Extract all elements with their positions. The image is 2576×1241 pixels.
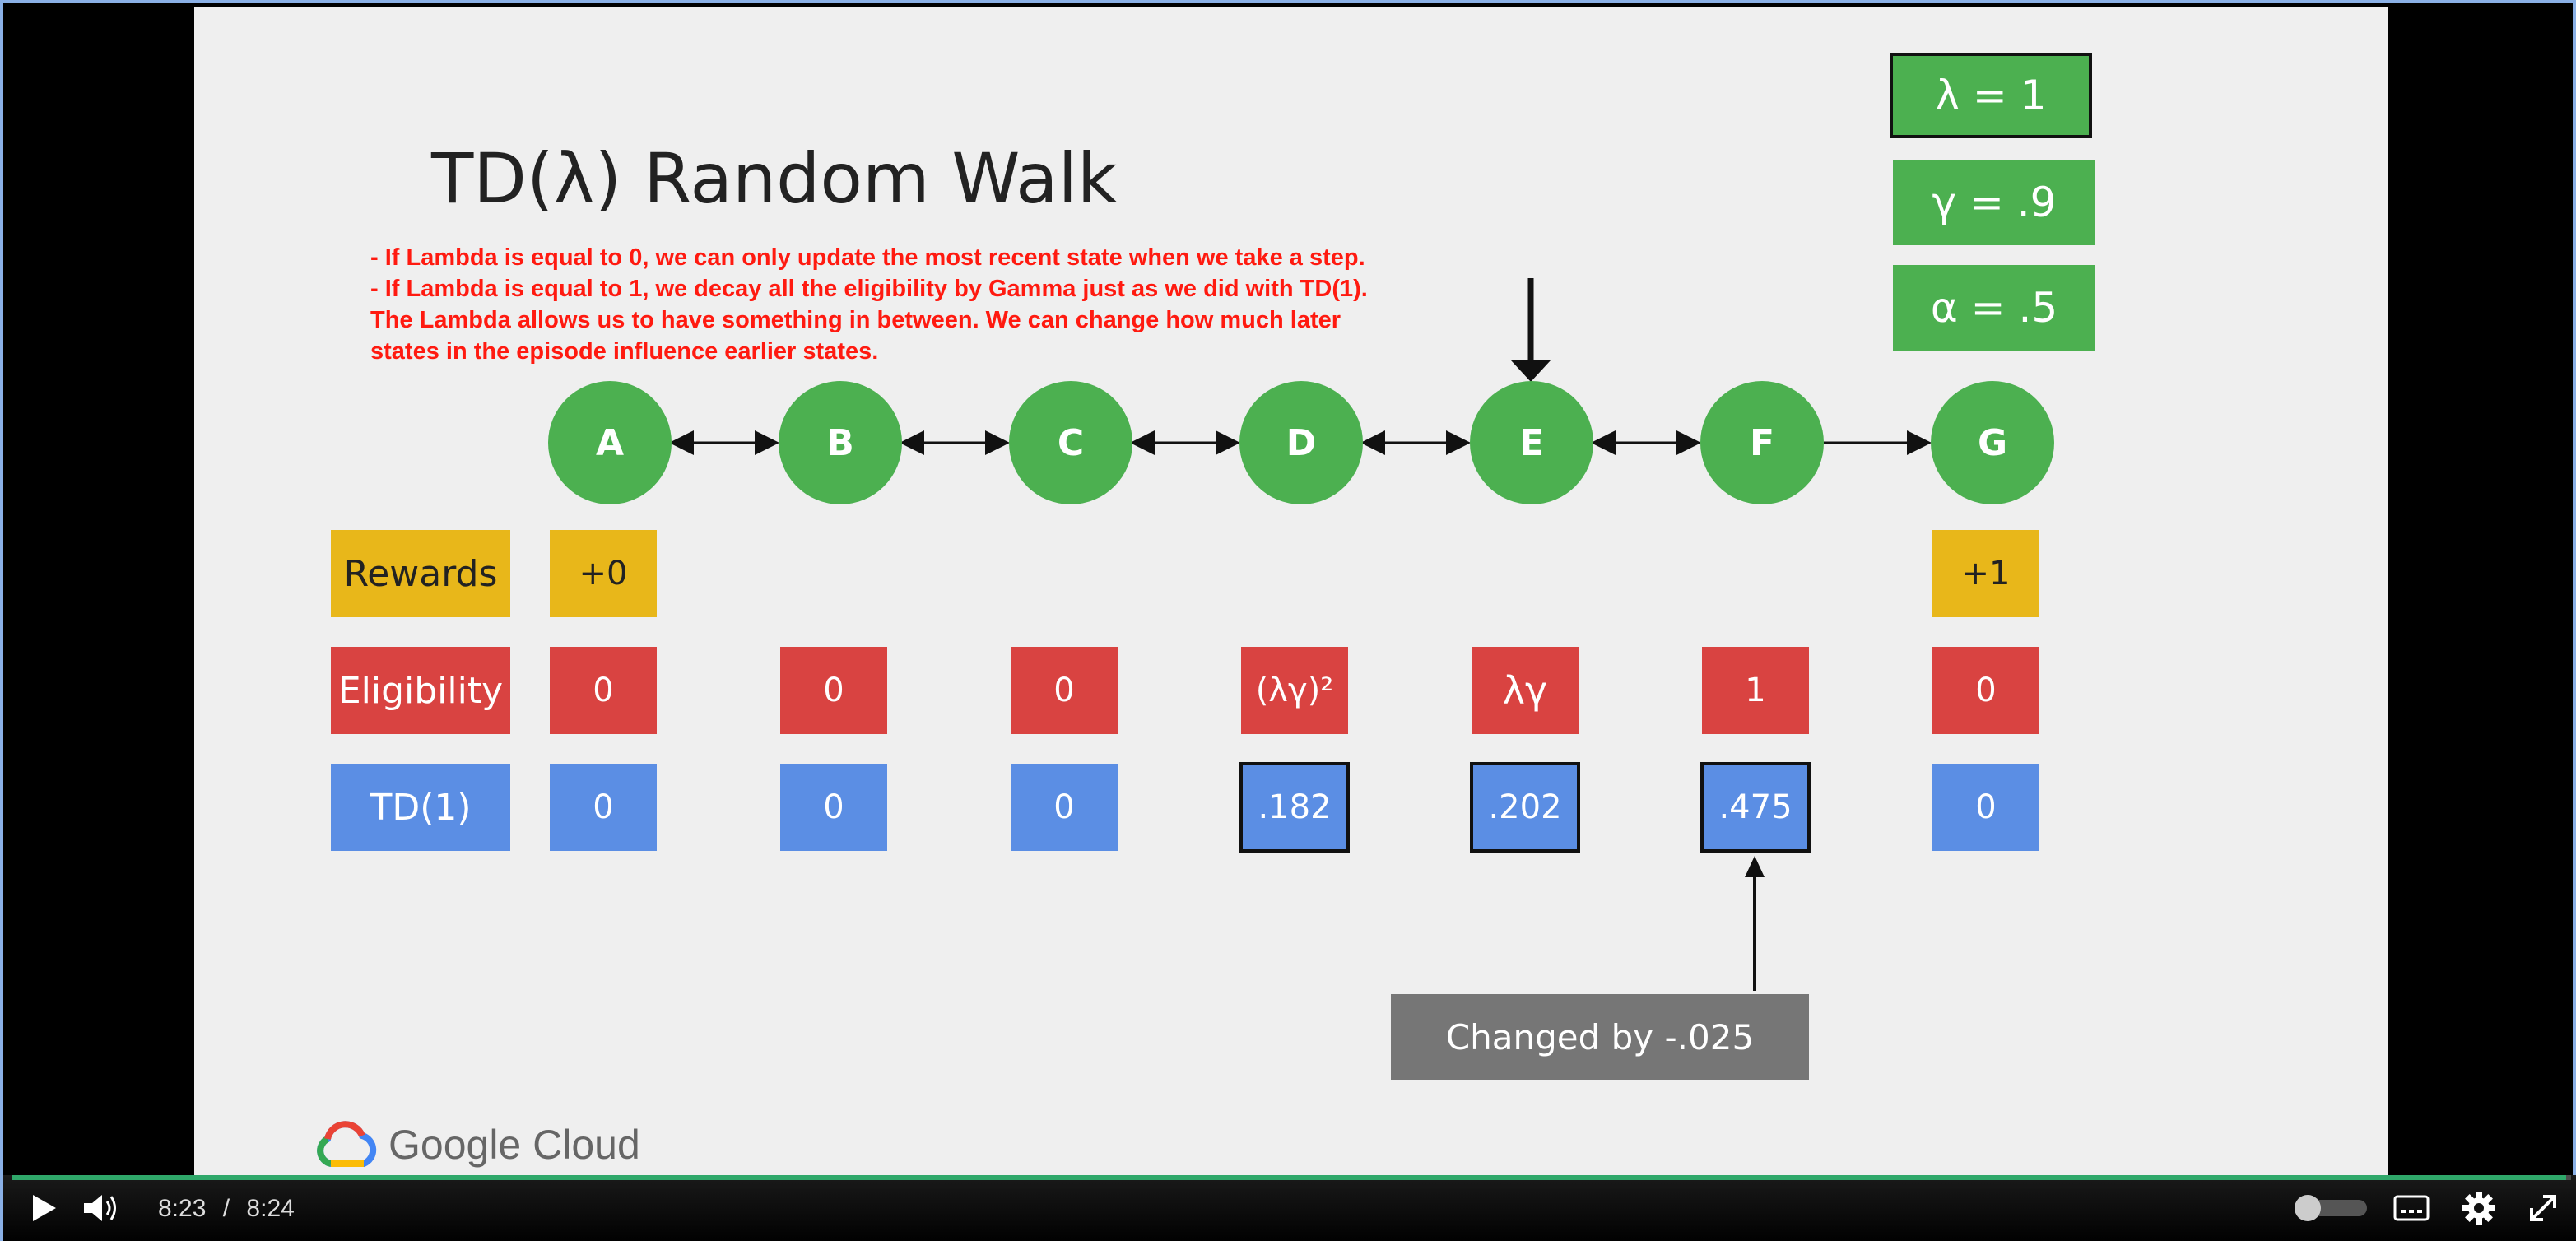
reward-a: +0 xyxy=(550,530,657,617)
volume-slider-knob[interactable] xyxy=(2295,1195,2321,1221)
note-line: states in the episode influence earlier … xyxy=(370,338,879,365)
captions-button[interactable] xyxy=(2393,1192,2430,1231)
mute-button[interactable] xyxy=(82,1192,120,1231)
param-alpha: α = .5 xyxy=(1893,265,2095,351)
fullscreen-button[interactable] xyxy=(2527,1192,2560,1231)
annotation-notes: - If Lambda is equal to 0, we can only u… xyxy=(370,242,1506,367)
note-line: - If Lambda is equal to 0, we can only u… xyxy=(370,244,1365,271)
param-gamma: γ = .9 xyxy=(1893,160,2095,245)
slide-title: TD(λ) Random Walk xyxy=(431,138,1118,219)
gear-icon xyxy=(2462,1192,2495,1225)
volume-icon xyxy=(84,1195,116,1221)
duration: 8:24 xyxy=(246,1195,295,1222)
note-line: - If Lambda is equal to 1, we decay all … xyxy=(370,276,1368,302)
state-node-e: E xyxy=(1470,381,1593,504)
note-line: The Lambda allows us to have something i… xyxy=(370,307,1341,333)
eligibility-label: Eligibility xyxy=(331,647,510,734)
state-node-d: D xyxy=(1239,381,1363,504)
cloud-icon xyxy=(317,1121,377,1167)
diagram-arrows xyxy=(669,278,1932,991)
td1-cell: .475 xyxy=(1700,762,1811,853)
current-time: 8:23 xyxy=(158,1195,207,1222)
eligibility-cell: 0 xyxy=(780,647,887,734)
volume-slider[interactable] xyxy=(2295,1195,2367,1221)
state-node-b: B xyxy=(779,381,902,504)
reward-g: +1 xyxy=(1932,530,2039,617)
progress-bar[interactable] xyxy=(12,1175,2571,1180)
td1-cell: 0 xyxy=(1932,764,2039,851)
pointer-arrowhead-e xyxy=(1511,360,1551,382)
play-button[interactable] xyxy=(28,1192,61,1231)
eligibility-cell: 0 xyxy=(550,647,657,734)
state-node-c: C xyxy=(1009,381,1132,504)
slide: TD(λ) Random Walk - If Lambda is equal t… xyxy=(194,7,2388,1175)
td1-cell: .202 xyxy=(1470,762,1580,853)
eligibility-cell: λγ xyxy=(1472,647,1579,734)
eligibility-cell: (λγ)² xyxy=(1241,647,1348,734)
time-separator: / xyxy=(222,1195,230,1222)
google-cloud-logo: Google Cloud xyxy=(316,1121,640,1169)
eligibility-cell: 1 xyxy=(1702,647,1809,734)
td1-cell: 0 xyxy=(780,764,887,851)
rewards-label: Rewards xyxy=(331,530,510,617)
state-node-a: A xyxy=(548,381,672,504)
player-controls: 8:23 / 8:24 xyxy=(3,1175,2576,1241)
eligibility-cell: 0 xyxy=(1011,647,1118,734)
param-lambda: λ = 1 xyxy=(1890,53,2092,138)
progress-fill xyxy=(12,1175,2566,1180)
time-display: 8:23 / 8:24 xyxy=(158,1195,295,1223)
td1-cell: 0 xyxy=(1011,764,1118,851)
state-node-g: G xyxy=(1931,381,2054,504)
brand-text: Google Cloud xyxy=(388,1122,640,1168)
state-node-f: F xyxy=(1700,381,1824,504)
settings-button[interactable] xyxy=(2461,1190,2497,1233)
changed-by-label: Changed by -.025 xyxy=(1391,994,1809,1080)
td1-cell: 0 xyxy=(550,764,657,851)
td1-cell: .182 xyxy=(1239,762,1350,853)
eligibility-cell: 0 xyxy=(1932,647,2039,734)
changed-arrowhead xyxy=(1745,856,1765,877)
captions-icon xyxy=(2393,1195,2430,1221)
td1-label: TD(1) xyxy=(331,764,510,851)
fullscreen-icon xyxy=(2530,1195,2556,1221)
play-icon xyxy=(33,1195,56,1221)
